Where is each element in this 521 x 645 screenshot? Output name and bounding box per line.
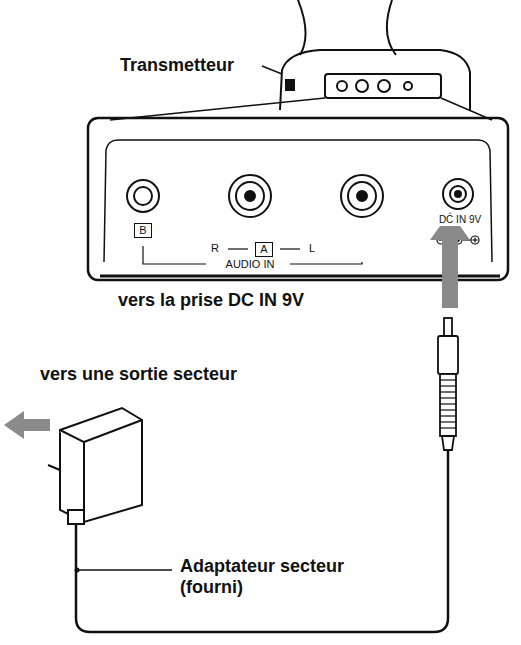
channel-letter: A <box>260 244 267 255</box>
power-jack-label: DC IN 9V <box>437 214 483 226</box>
channel-label: L <box>307 242 317 255</box>
channel-box: A <box>255 242 273 257</box>
instruction-label: vers une sortie secteur <box>40 364 237 385</box>
channel-box: B <box>134 223 152 238</box>
device-label: Transmetteur <box>120 55 234 76</box>
channel-letter: B <box>139 225 146 236</box>
channel-label: R <box>209 242 221 255</box>
input-group-label: AUDIO IN <box>224 258 277 271</box>
part-label: Adaptateur secteur (fourni) <box>180 556 350 597</box>
instruction-label: vers la prise DC IN 9V <box>118 290 304 311</box>
